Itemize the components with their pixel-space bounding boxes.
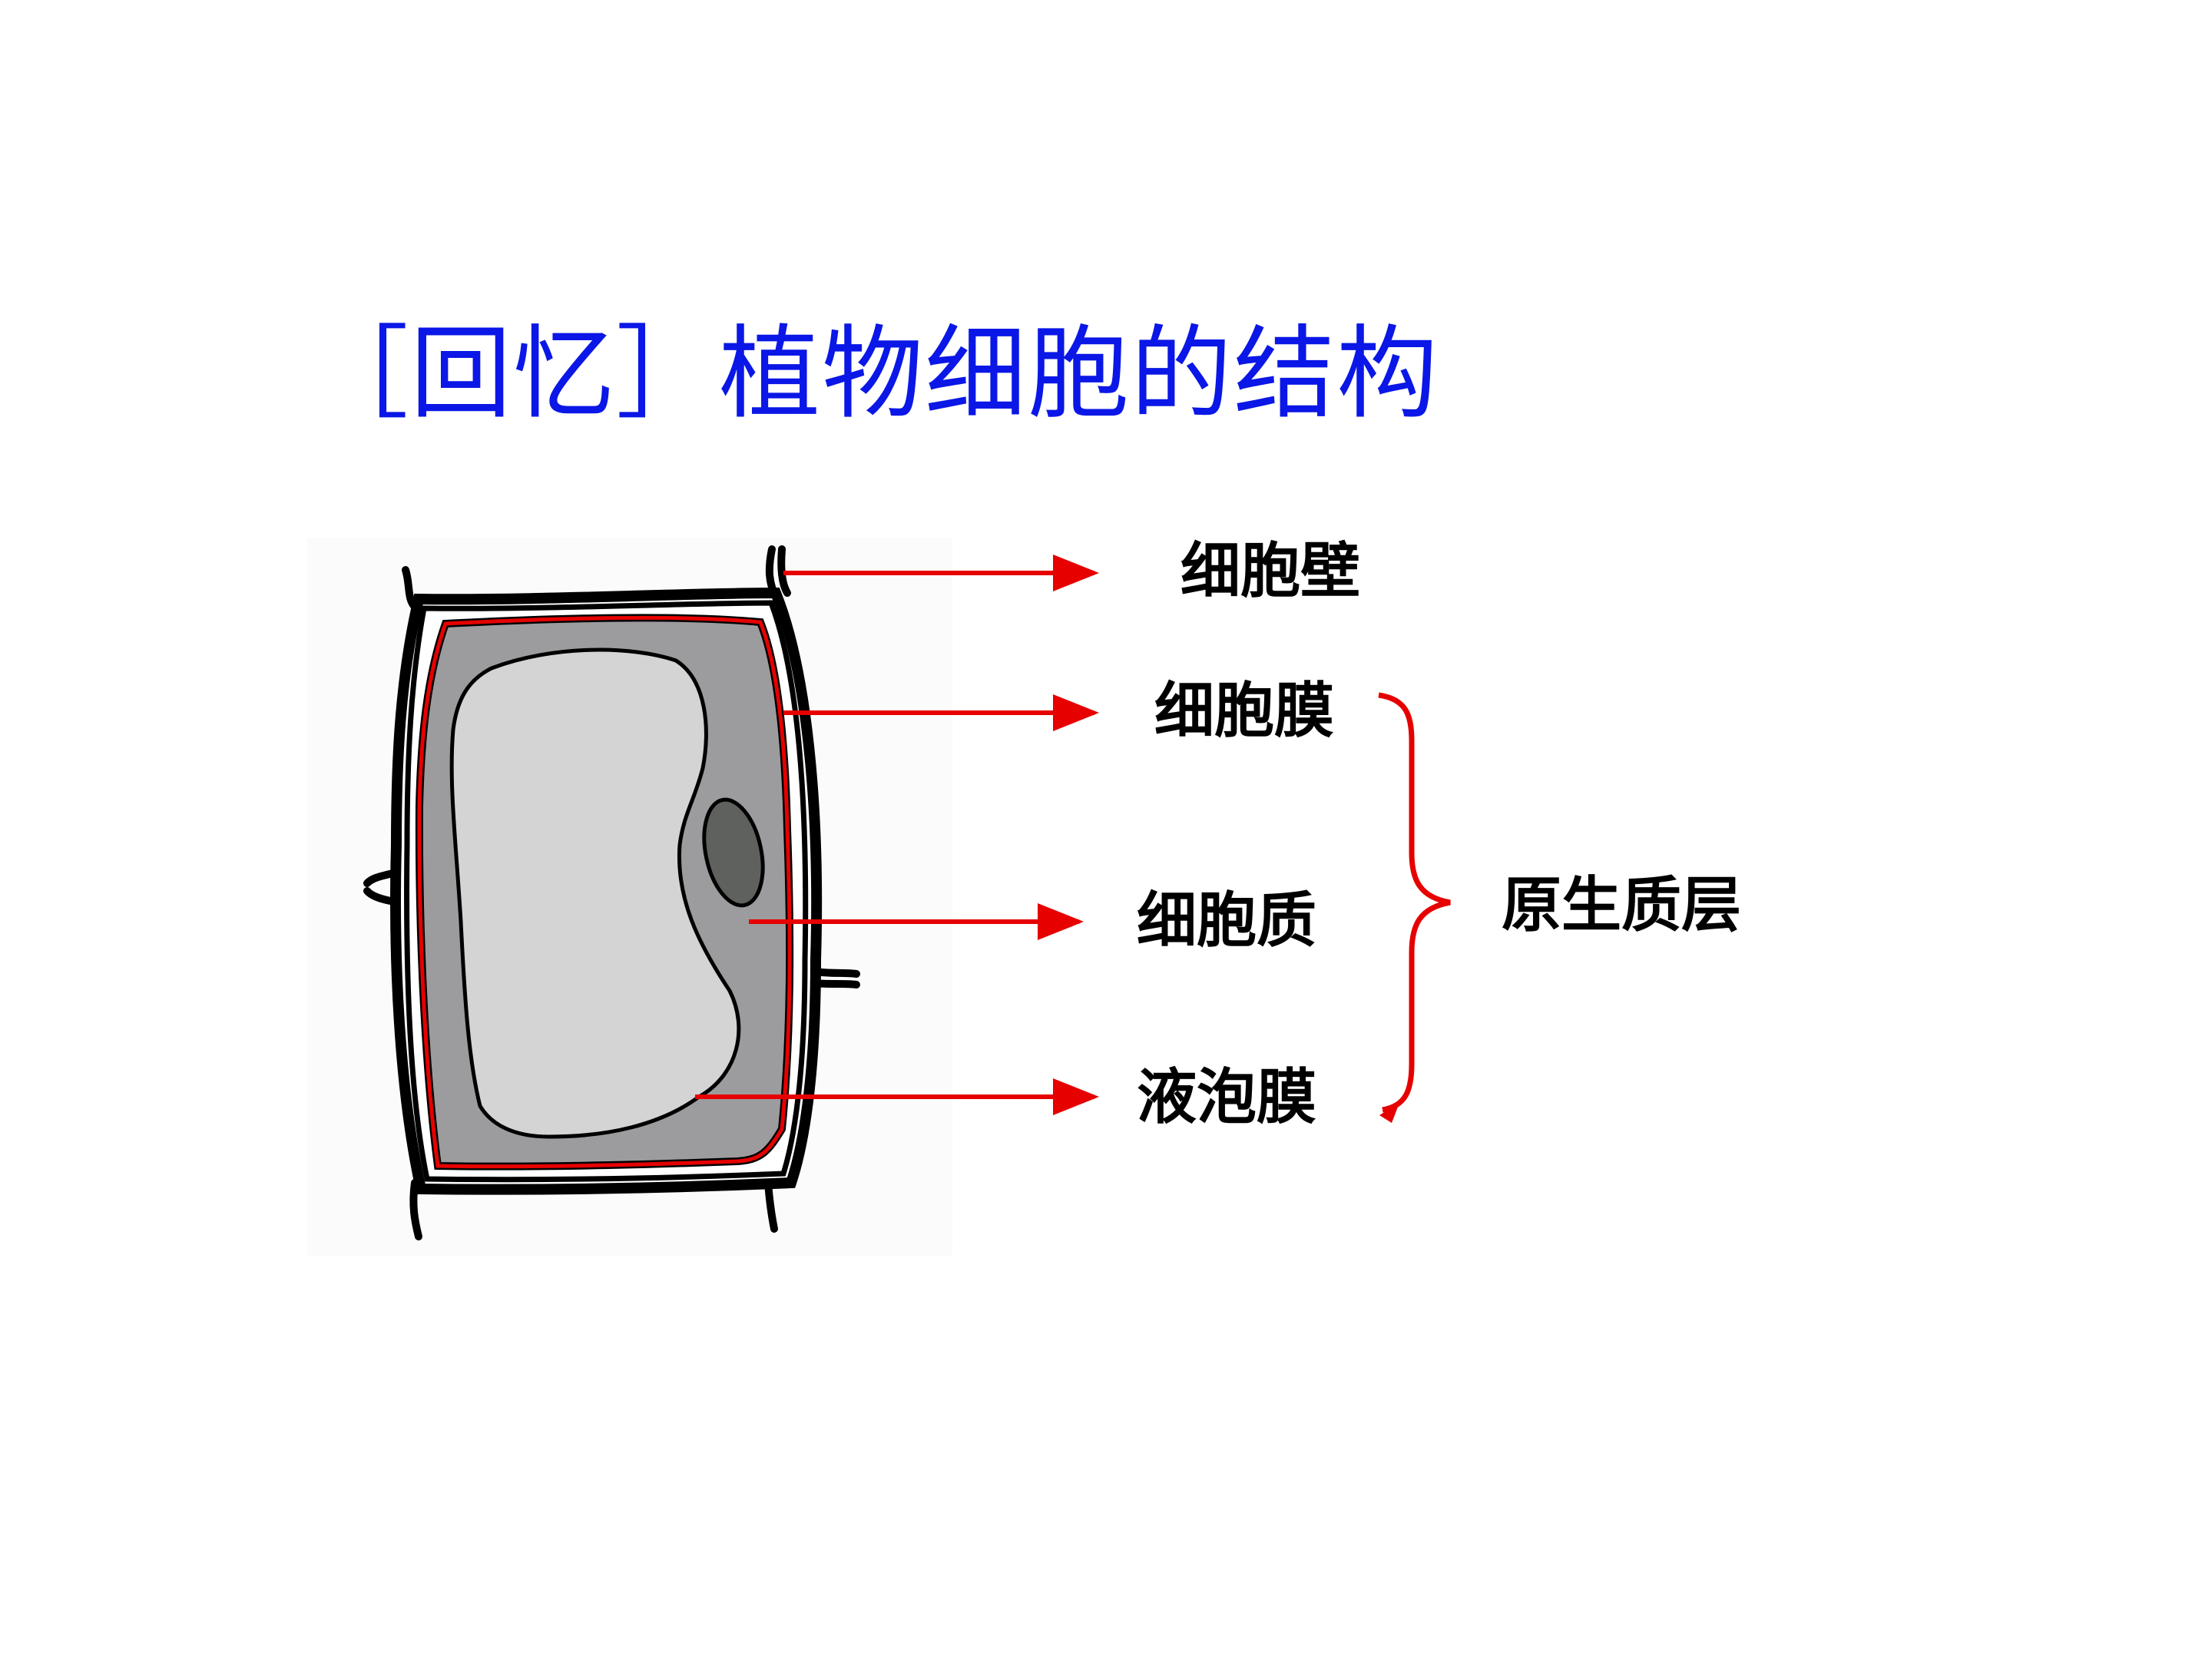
label-cell-membrane: 细胞膜: [1154, 677, 1334, 746]
cell-wall-inner: [404, 600, 809, 1183]
cell-membrane-outline: [417, 615, 792, 1169]
page-title: ［回忆］植物细胞的结构: [307, 315, 1439, 433]
label-cytoplasm: 细胞质: [1137, 886, 1316, 955]
nucleus: [702, 797, 765, 908]
pointer-arrows: [695, 555, 1099, 1115]
label-cell-wall: 细胞壁: [1181, 537, 1360, 606]
label-vacuole-membrane: 液泡膜: [1137, 1063, 1316, 1132]
grouping-brace: [1378, 692, 1451, 1113]
brace-arrowhead: [1379, 1103, 1399, 1123]
label-protoplast-layer: 原生质层: [1502, 871, 1741, 940]
